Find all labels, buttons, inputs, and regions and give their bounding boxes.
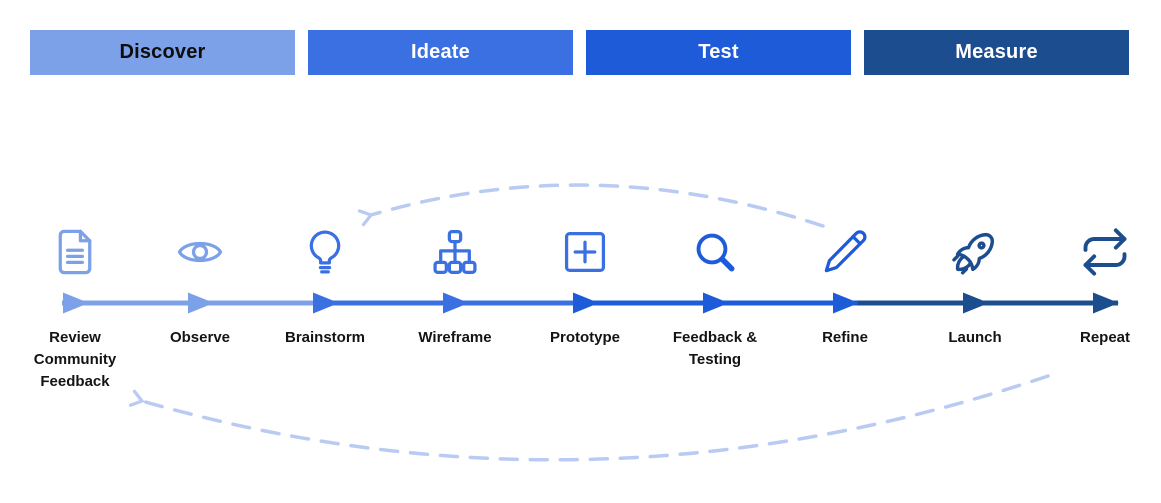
step-label: Brainstorm [284,329,366,346]
step-label: Refine [822,329,868,346]
timeline-arrowhead [443,292,469,314]
step-label: Prototype [549,329,620,346]
magnifier-icon [689,226,741,278]
step-label: Wireframe [418,329,492,346]
step-label: Feedback & Testing [672,329,758,368]
pencil-icon [819,226,871,278]
timeline-arrowhead [573,292,599,314]
timeline-arrowhead [313,292,339,314]
timeline-arrowhead [188,292,214,314]
timeline-arrowhead [63,292,89,314]
timeline-arrowhead [833,292,859,314]
step-label: Launch [948,329,1002,346]
plus-square-icon [559,226,611,278]
document-icon [49,226,101,278]
timeline-arrowhead [1093,292,1119,314]
rocket-icon [949,226,1001,278]
timeline-arrowhead [963,292,989,314]
phase-bar-ideate: Ideate [308,30,573,75]
timeline-arrowhead [703,292,729,314]
step-label: Repeat [1079,329,1131,346]
step-label: Observe [169,329,231,346]
sitemap-icon [429,226,481,278]
phase-bar-discover: Discover [30,30,295,75]
phase-bar-measure: Measure [864,30,1129,75]
eye-icon [174,226,226,278]
phase-bar-row: Discover Ideate Test Measure [30,30,1129,75]
lightbulb-icon [299,226,351,278]
repeat-icon [1079,226,1131,278]
step-label: Review Community Feedback [33,329,117,390]
loop-back-arc-bottom [128,374,1050,462]
phase-bar-test: Test [586,30,851,75]
loop-back-arc-top [357,183,825,228]
